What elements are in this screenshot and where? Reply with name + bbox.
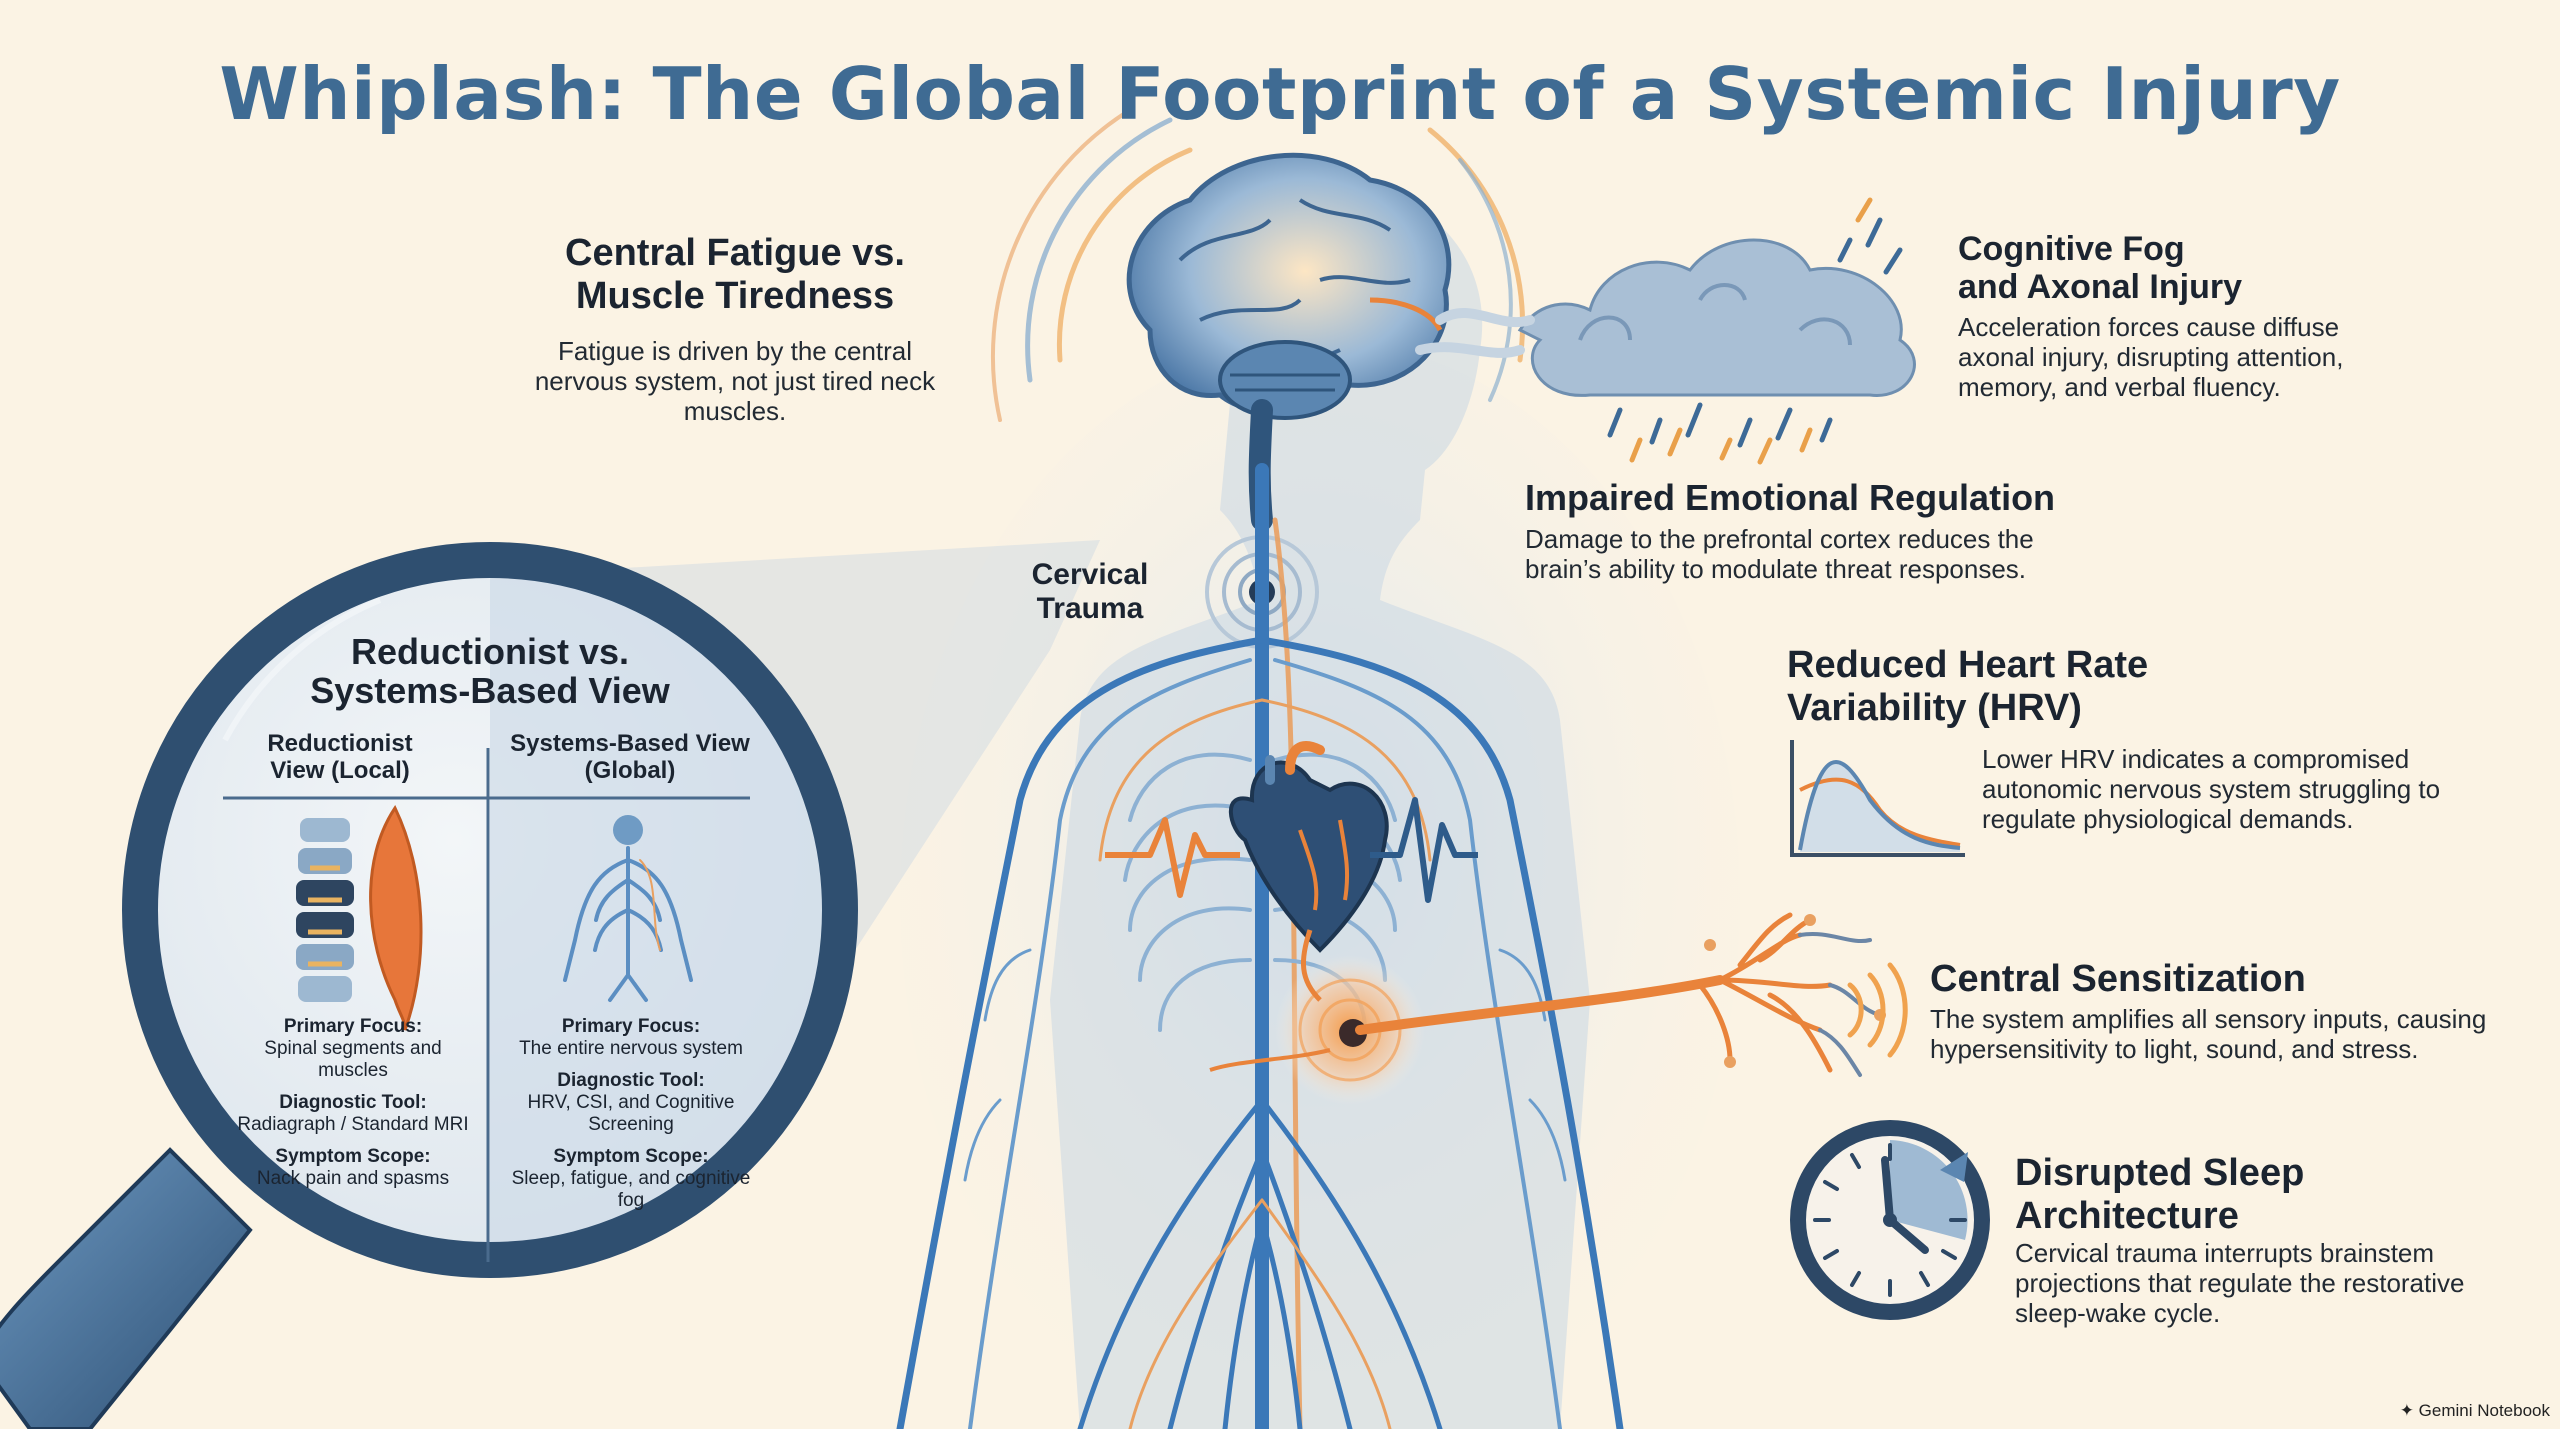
hrv-heading: Reduced Heart Rate Variability (HRV) [1787, 644, 2149, 729]
reductionist-tool-label: Diagnostic Tool: [279, 1092, 427, 1113]
reductionist-details: Primary Focus: Spinal segments and muscl… [228, 1016, 478, 1190]
hrv-graph-icon [1790, 740, 1965, 857]
systems-tool-label: Diagnostic Tool: [557, 1070, 705, 1091]
footer-brand: ✦ Gemini Notebook [2400, 1401, 2550, 1421]
cognitive-fog-heading: Cognitive Fog and Axonal Injury [1958, 230, 2243, 306]
comparison-table-lines [223, 748, 750, 1262]
cognitive-fog-body: Acceleration forces cause diffuse axonal… [1958, 312, 2344, 402]
systems-details: Primary Focus: The entire nervous system… [496, 1016, 766, 1212]
emotional-regulation-heading: Impaired Emotional Regulation [1525, 477, 2056, 518]
heart-icon [1228, 741, 1389, 953]
gemini-logo-icon: ✦ [2399, 1401, 2419, 1420]
systems-column-header: Systems-Based View (Global) [510, 730, 750, 784]
emotional-regulation-body: Damage to the prefrontal cortex reduces … [1525, 524, 2034, 584]
reductionist-scope-label: Symptom Scope: [275, 1146, 431, 1167]
ecg-wave-right [1370, 797, 1478, 903]
reductionist-focus-label: Primary Focus: [283, 1016, 423, 1037]
reductionist-scope: Nack pain and spasms [256, 1168, 450, 1189]
hrv-body: Lower HRV indicates a compromised autono… [1982, 744, 2441, 834]
systems-scope-label: Symptom Scope: [553, 1146, 709, 1167]
reductionist-column-header: Reductionist View (Local) [267, 730, 413, 784]
reductionist-tool: Radiagraph / Standard MRI [237, 1114, 469, 1135]
systems-tool: HRV, CSI, and Cognitive Screening [527, 1092, 735, 1135]
comparison-heading: Reductionist vs. Systems-Based View [310, 631, 670, 711]
clock-icon [1790, 1120, 1990, 1320]
central-sensitization-heading: Central Sensitization [1930, 958, 2306, 1000]
ecg-wave-left [1105, 817, 1240, 898]
systems-scope: Sleep, fatigue, and cognitive fog [511, 1168, 751, 1211]
sleep-body: Cervical trauma interrupts brainstem pro… [2015, 1238, 2465, 1328]
central-sensitization-plexus [1209, 912, 1908, 1105]
cloud-icon [1415, 197, 1916, 465]
central-fatigue-heading: Central Fatigue vs. Muscle Tiredness [565, 232, 905, 317]
cervical-trauma-label: Cervical Trauma [1031, 558, 1149, 625]
footer-label: Gemini Notebook [2418, 1401, 2550, 1420]
central-sensitization-body: The system amplifies all sensory inputs,… [1930, 1004, 2487, 1064]
page-title: Whiplash: The Global Footprint of a Syst… [219, 52, 2341, 136]
systems-focus: The entire nervous system [519, 1038, 743, 1059]
central-fatigue-body: Fatigue is driven by the central nervous… [534, 336, 936, 426]
nervous-system-icon [563, 815, 693, 1002]
brain-icon [1126, 152, 1452, 531]
magnifier-handle [0, 1147, 253, 1429]
systems-focus-label: Primary Focus: [561, 1016, 701, 1037]
spine-icon [296, 818, 354, 1002]
magnifier-icon [122, 542, 858, 1278]
muscle-icon [369, 804, 423, 1031]
reductionist-focus: Spinal segments and muscles [264, 1038, 442, 1081]
sleep-heading: Disrupted Sleep Architecture [2015, 1152, 2305, 1237]
